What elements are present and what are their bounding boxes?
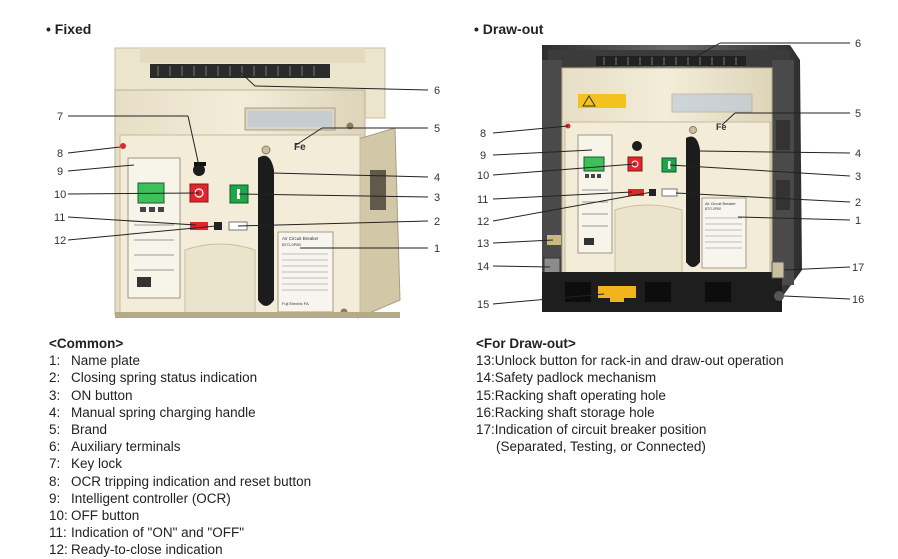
- callout-12-fixed: 12: [54, 235, 66, 247]
- callout-14-drawout: 14: [477, 261, 489, 273]
- callout-1-drawout: 1: [855, 215, 861, 227]
- list-item: 8:OCR tripping indication and reset butt…: [49, 473, 311, 490]
- list-item: 7:Key lock: [49, 455, 311, 472]
- callout-4-fixed: 4: [434, 172, 440, 184]
- list-item: 1:Name plate: [49, 352, 311, 369]
- list-item: 15:Racking shaft operating hole: [476, 387, 784, 404]
- drawout-list: <For Draw-out> 13:Unlock button for rack…: [476, 335, 784, 455]
- callout-10-fixed: 10: [54, 189, 66, 201]
- list-item: 13:Unlock button for rack-in and draw-ou…: [476, 352, 784, 369]
- callout-2-drawout: 2: [855, 197, 861, 209]
- callout-8-drawout: 8: [480, 128, 486, 140]
- callout-16-drawout: 16: [852, 294, 864, 306]
- callout-1-fixed: 1: [434, 243, 440, 255]
- list-item: 3:ON button: [49, 387, 311, 404]
- list-item: 16:Racking shaft storage hole: [476, 404, 784, 421]
- list-item: 10:OFF button: [49, 507, 311, 524]
- callout-11-fixed: 11: [54, 212, 65, 224]
- list-item: 5:Brand: [49, 421, 311, 438]
- callout-11-drawout: 11: [477, 194, 488, 206]
- callout-7-fixed: 7: [57, 111, 63, 123]
- callout-13-drawout: 13: [477, 238, 489, 250]
- callout-5-fixed: 5: [434, 123, 440, 135]
- callout-8-fixed: 8: [57, 148, 63, 160]
- callout-3-drawout: 3: [855, 171, 861, 183]
- common-list: <Common> 1:Name plate 2:Closing spring s…: [49, 335, 311, 559]
- callout-17-drawout: 17: [852, 262, 864, 274]
- callout-12-drawout: 12: [477, 216, 489, 228]
- callout-9-fixed: 9: [57, 166, 63, 178]
- list-item: 11:Indication of "ON" and "OFF": [49, 524, 311, 541]
- callout-5-drawout: 5: [855, 108, 861, 120]
- callout-2-fixed: 2: [434, 216, 440, 228]
- list-item: 6:Auxiliary terminals: [49, 438, 311, 455]
- callout-3-fixed: 3: [434, 192, 440, 204]
- callout-6-fixed: 6: [434, 85, 440, 97]
- list-item: 12:Ready-to-close indication: [49, 541, 311, 558]
- list-item: (Separated, Testing, or Connected): [476, 438, 784, 455]
- list-item: 14:Safety padlock mechanism: [476, 369, 784, 386]
- callout-6-drawout: 6: [855, 38, 861, 50]
- callout-labels: 7 8 9 10 11 12 6 5 4 3 2 1 8 9 10 11 12 …: [0, 0, 898, 340]
- callout-4-drawout: 4: [855, 148, 861, 160]
- list-item: 2:Closing spring status indication: [49, 369, 311, 386]
- list-item: 17:Indication of circuit breaker positio…: [476, 421, 784, 438]
- callout-9-drawout: 9: [480, 150, 486, 162]
- callout-10-drawout: 10: [477, 170, 489, 182]
- list-item: 9:Intelligent controller (OCR): [49, 490, 311, 507]
- drawout-list-title: <For Draw-out>: [476, 335, 784, 352]
- callout-15-drawout: 15: [477, 299, 489, 311]
- list-item: 4:Manual spring charging handle: [49, 404, 311, 421]
- common-title: <Common>: [49, 335, 311, 352]
